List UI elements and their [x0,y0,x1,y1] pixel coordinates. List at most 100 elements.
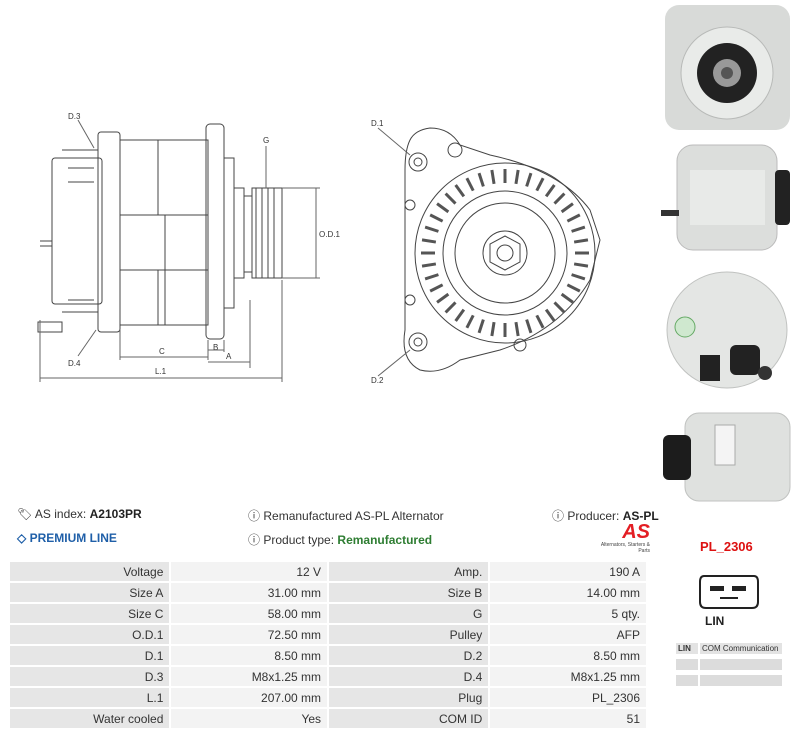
product-photo-front [665,5,790,130]
com-row: LIN COM Communication [676,643,782,654]
vent-slot [560,202,574,214]
spec-value: 5 qty. [490,604,646,623]
product-type: ⓘ Product type: Remanufactured [248,531,432,548]
info-icon: ⓘ [552,509,565,523]
label-b: B [213,343,218,352]
spec-value: PL_2306 [490,688,646,707]
as-index-label: AS index: [34,507,87,521]
spec-label: Size B [329,583,489,602]
label-d3: D.3 [68,112,81,121]
vent-slot [535,177,545,192]
description-text: Remanufactured AS-PL Alternator [263,509,444,523]
vent-slot [424,273,439,281]
pulley-nut [489,235,521,271]
pulley [251,187,283,279]
info-icon: ⓘ [248,509,261,523]
vent-slot [454,184,466,198]
vent-slot [573,262,589,268]
vent-slot [571,225,586,233]
com-table: LIN COM Communication [676,643,782,691]
logo-tagline: Alternators, Starters & Parts [600,542,650,554]
vent-slot [560,292,574,304]
vent-slot [444,192,457,205]
spec-value: 12 V [171,562,328,581]
plug-connector-icon [699,575,759,609]
plug-type: LIN [705,614,725,628]
spec-label: D.1 [10,646,170,665]
front-housing [403,127,601,372]
spec-value: 207.00 mm [171,688,328,707]
mount-hole-d2 [408,332,428,352]
vent-slot [514,169,520,185]
vent-slot [477,172,485,187]
vent-slot [421,238,437,244]
vent-slot [566,213,581,223]
spec-value: 8.50 mm [171,646,328,665]
com-description [700,659,782,670]
spec-label: L.1 [10,688,170,707]
rear-cap [62,149,99,313]
spec-label: COM ID [329,709,489,728]
vent-slot [573,238,589,244]
premium-line: ◇ PREMIUM LINE [17,531,117,545]
com-code [676,675,698,686]
spec-value: 72.50 mm [171,625,328,644]
vent-slot [436,202,450,214]
spec-value: AFP [490,625,646,644]
vent-slot [566,283,581,293]
label-d2: D.2 [371,376,384,385]
spec-label: G [329,604,489,623]
vent-slot [544,184,556,198]
as-index-value: A2103PR [89,507,142,521]
label-d1: D.1 [371,119,384,128]
spec-label: Size C [10,604,170,623]
spec-value: 190 A [490,562,646,581]
spec-label: Voltage [10,562,170,581]
as-index: 🏷︎ AS index: A2103PR [17,507,142,521]
product-photo-rear [666,271,788,389]
label-d4: D.4 [68,359,81,368]
producer: ⓘ Producer: AS-PL [552,507,659,524]
front-flange [205,123,225,340]
spec-value: 14.00 mm [490,583,646,602]
vent-slot [553,301,566,314]
rear-flange [97,131,121,333]
spec-value: 58.00 mm [171,604,328,623]
com-description: COM Communication [700,643,782,654]
spec-value: Yes [171,709,328,728]
vent-slot [490,321,496,337]
vent-slot [571,273,586,281]
description: ⓘ Remanufactured AS-PL Alternator [248,507,444,524]
vent-slot [436,292,450,304]
plug-code: PL_2306 [700,539,753,554]
stator [119,139,209,326]
vent-slot [454,308,466,322]
product-photo-side [661,144,790,251]
com-row [676,659,782,670]
spec-label: Amp. [329,562,489,581]
vent-slot [424,225,439,233]
info-icon: ⓘ [248,533,261,547]
vent-slot [544,308,556,322]
spec-value: M8x1.25 mm [490,667,646,686]
com-code [676,659,698,670]
producer-logo: AS Alternators, Starters & Parts [590,522,650,554]
vent-slot [465,314,475,329]
spec-label: O.D.1 [10,625,170,644]
vent-slot [429,283,444,293]
vent-slot [525,319,533,334]
vent-slot [429,213,444,223]
tag-icon: 🏷︎ [17,507,33,521]
vent-slot [477,319,485,334]
vent-slot [490,169,496,185]
producer-value: AS-PL [622,509,659,523]
spec-label: Pulley [329,625,489,644]
product-photo-top [663,412,791,502]
vent-slot [421,262,437,268]
